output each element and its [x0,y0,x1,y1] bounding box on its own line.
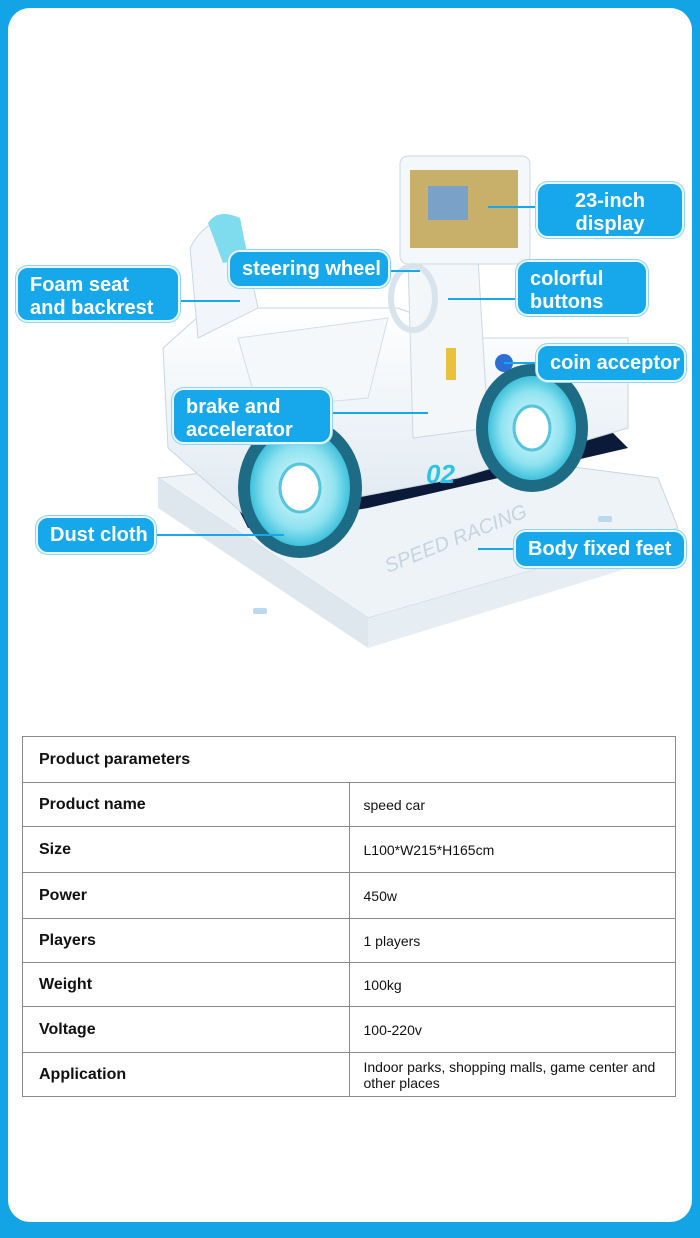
steering-leader-line [388,270,420,272]
callout-coin-acceptor: coin acceptor [536,344,686,382]
table-row: Application Indoor parks, shopping malls… [22,1052,676,1097]
table-title-row: Product parameters [22,736,676,783]
table-row: Voltage 100-220v [22,1006,676,1053]
row-value: 1 players [348,918,676,963]
row-label: Weight [22,962,350,1007]
feet-leader-line [478,548,518,550]
row-value: L100*W215*H165cm [348,826,676,873]
row-label: Power [22,872,350,919]
table-row: Power 450w [22,872,676,919]
row-label: Voltage [22,1006,350,1053]
row-label: Players [22,918,350,963]
seat-leader-line [180,300,240,302]
table-row: Product name speed car [22,782,676,827]
row-label: Size [22,826,350,873]
callout-seat: Foam seat and backrest [16,266,180,322]
table-title: Product parameters [22,736,676,783]
callout-body-fixed-feet: Body fixed feet [514,530,686,568]
product-illustration: SPEED RACING [8,8,692,648]
buttons-leader-line [448,298,518,300]
table-row: Players 1 players [22,918,676,963]
row-value: 100kg [348,962,676,1007]
product-parameters-table: Product parameters Product name speed ca… [22,736,676,1097]
row-label: Application [22,1052,350,1097]
row-value: Indoor parks, shopping malls, game cente… [348,1052,676,1097]
row-label: Product name [22,782,350,827]
coin-leader-line [504,362,538,364]
display-leader-line [488,206,538,208]
table-row: Size L100*W215*H165cm [22,826,676,873]
row-value: speed car [348,782,676,827]
table-row: Weight 100kg [22,962,676,1007]
callout-colorful-buttons: colorful buttons [516,260,648,316]
content-panel: SPEED RACING [8,8,692,1222]
row-value: 100-220v [348,1006,676,1053]
callout-steering-wheel: steering wheel [228,250,390,288]
brake-leader-line [332,412,428,414]
callout-display: 23-inch display [536,182,684,238]
callout-dust-cloth: Dust cloth [36,516,156,554]
dust-leader-line [154,534,284,536]
car-number-text: 02 [426,459,455,489]
callout-brake-accelerator: brake and accelerator [172,388,332,444]
row-value: 450w [348,872,676,919]
